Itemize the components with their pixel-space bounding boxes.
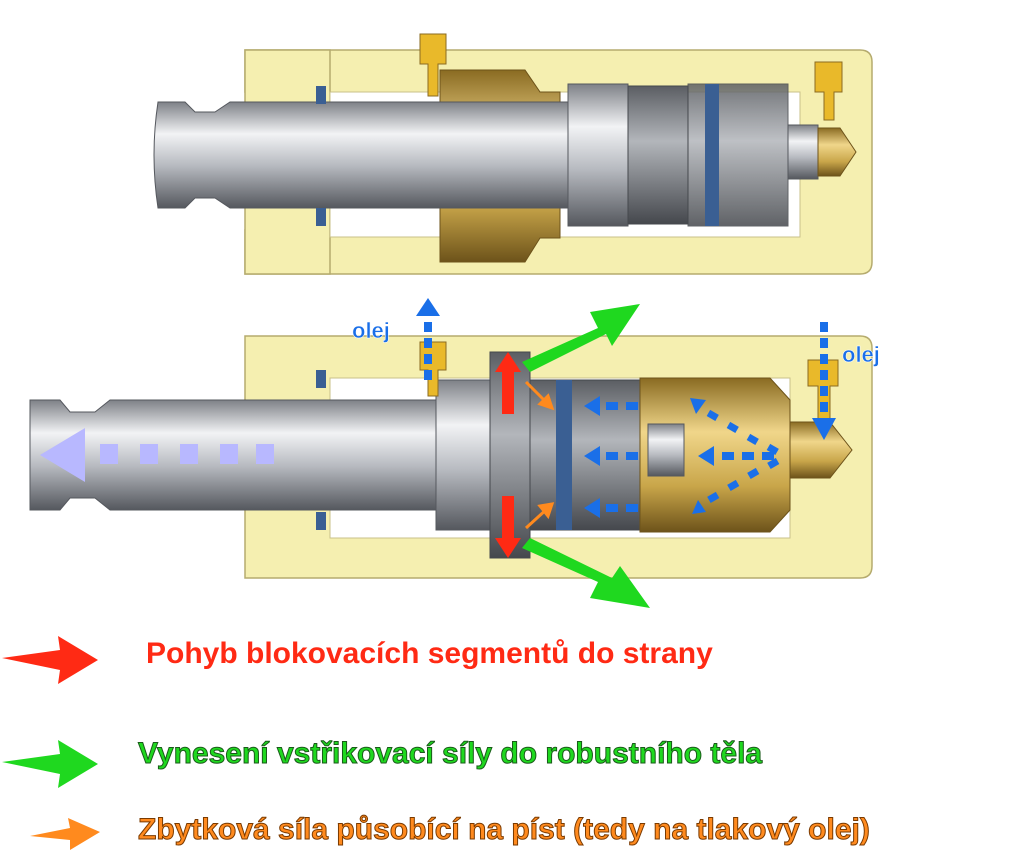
bottom-assembly: olej olej xyxy=(29,298,880,608)
legend-arrow-green xyxy=(2,740,98,788)
oil-label-left: olej xyxy=(352,318,390,343)
bottom-brass-chamber xyxy=(639,377,791,533)
top-fitting-left xyxy=(419,33,447,97)
top-rod xyxy=(153,101,576,209)
bottom-seal xyxy=(556,380,572,530)
top-fitting-right xyxy=(814,61,843,121)
top-piston xyxy=(567,83,629,227)
legend-arrow-orange xyxy=(30,818,100,850)
legend-arrow-red xyxy=(2,636,98,684)
bottom-piston xyxy=(435,379,497,531)
orange-force-arrows xyxy=(524,380,555,530)
green-force-arrows xyxy=(522,304,650,608)
piston-motion-arrow xyxy=(40,428,274,482)
oil-flow-arrows xyxy=(416,298,836,518)
legend-orange-text: Zbytková síla působící na píst (tedy na … xyxy=(138,813,871,847)
oil-label-right: olej xyxy=(842,342,880,367)
red-segment-arrows xyxy=(495,352,521,558)
legend-green-text: Vynesení vstřikovací síly do robustního … xyxy=(137,737,763,771)
top-assembly xyxy=(153,33,873,275)
legend-red-text: Pohyb blokovacích segmentů do strany xyxy=(146,637,713,670)
